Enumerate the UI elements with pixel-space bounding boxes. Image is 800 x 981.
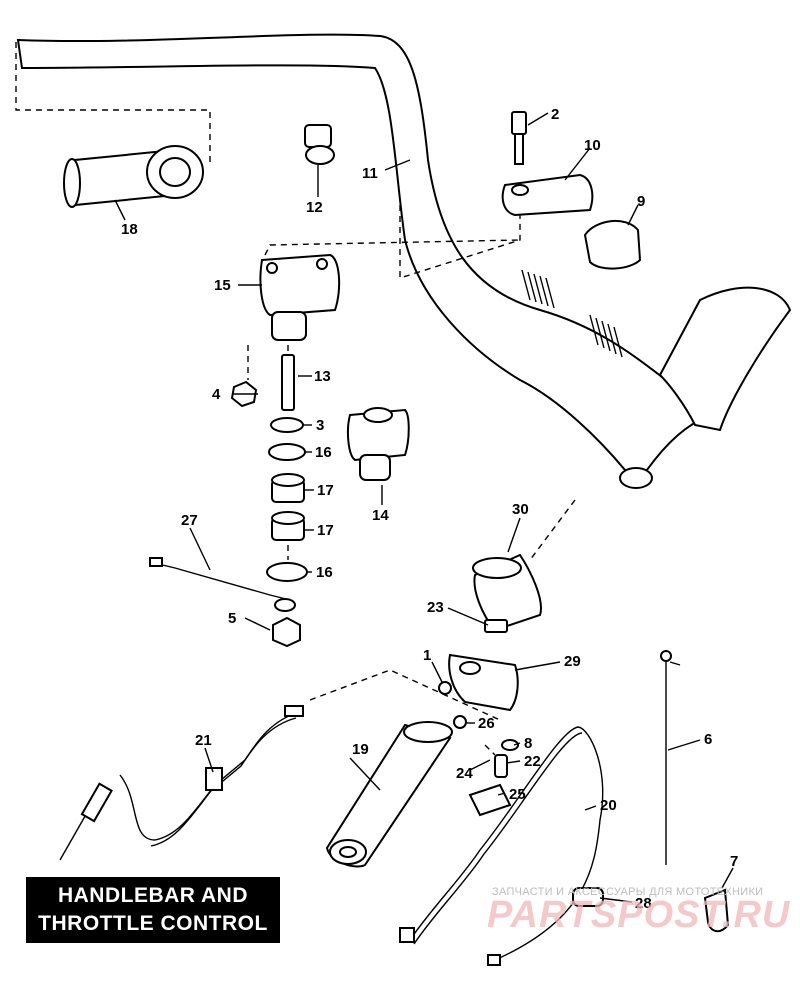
part-label-8: 8 — [524, 735, 532, 752]
part-label-16-top: 16 — [315, 444, 332, 461]
part-label-29: 29 — [564, 653, 581, 670]
part-label-23: 23 — [427, 599, 444, 616]
stud — [281, 354, 295, 411]
part-8 — [501, 739, 519, 751]
washer-3 — [270, 417, 304, 433]
bushing-16-bottom — [266, 562, 308, 582]
watermark-tagline: ЗАПЧАСТИ И АКСЕССУАРЫ ДЛЯ МОТОТЕХНИКИ — [492, 886, 764, 898]
clamp-half — [583, 219, 642, 270]
part-label-5: 5 — [228, 610, 236, 627]
part-label-9: 9 — [637, 193, 645, 210]
handlebar — [16, 33, 792, 489]
riser-left — [259, 253, 341, 341]
part-28 — [572, 887, 604, 907]
part-label-3: 3 — [316, 417, 324, 434]
knurl-marks — [521, 269, 623, 358]
nut-5 — [272, 616, 301, 648]
throttle-cable — [59, 705, 304, 861]
part-label-6: 6 — [704, 731, 712, 748]
switch-housing — [472, 553, 542, 632]
part-label-4: 4 — [212, 386, 221, 403]
spring-22 — [494, 754, 508, 778]
part-label-2: 2 — [551, 106, 559, 123]
part-label-26: 26 — [478, 715, 495, 732]
cable-clip — [703, 888, 730, 933]
riser-right — [346, 407, 410, 481]
part-label-17-top: 17 — [317, 482, 334, 499]
part-label-21: 21 — [195, 732, 212, 749]
idle-cable — [399, 726, 604, 966]
part-label-19: 19 — [352, 741, 369, 758]
part-label-20: 20 — [600, 797, 617, 814]
small-clamp — [304, 124, 335, 165]
left-grip — [63, 145, 204, 208]
part-label-28: 28 — [635, 895, 652, 912]
part-label-13: 13 — [314, 368, 331, 385]
part-label-12: 12 — [306, 199, 323, 216]
part-label-1: 1 — [423, 647, 431, 664]
part-label-30: 30 — [512, 501, 529, 518]
part-label-11: 11 — [362, 165, 378, 182]
part-label-17-bottom: 17 — [317, 522, 334, 539]
bolt — [511, 111, 527, 165]
diagram-title-box: HANDLEBAR AND THROTTLE CONTROL — [26, 877, 280, 943]
ground-strap — [149, 557, 296, 612]
watermark-logo: PARTSPOST.RU — [487, 894, 791, 936]
leader-lines — [114, 112, 734, 903]
bushing-17-bottom — [271, 511, 305, 541]
throttle-grip — [325, 721, 453, 868]
lower-housing — [448, 653, 519, 712]
riser-cap — [501, 173, 594, 217]
part-label-16-bottom: 16 — [316, 564, 333, 581]
part-label-18: 18 — [121, 221, 138, 238]
cable-tie — [660, 650, 672, 865]
part-label-25: 25 — [509, 786, 526, 803]
part-label-14: 14 — [372, 507, 389, 524]
part-label-7: 7 — [730, 853, 738, 870]
spacer-23 — [484, 619, 508, 633]
part-label-22: 22 — [524, 753, 541, 770]
part-label-27: 27 — [181, 512, 198, 529]
part-26 — [453, 715, 467, 729]
screw-1 — [438, 681, 452, 695]
bushing-17-top — [271, 473, 305, 503]
part-label-10: 10 — [584, 137, 601, 154]
bushing-16-top — [268, 443, 306, 461]
part-label-24: 24 — [456, 765, 473, 782]
title-line-1: HANDLEBAR AND — [57, 884, 249, 907]
title-line-2: THROTTLE CONTROL — [38, 912, 268, 935]
part-label-15: 15 — [214, 277, 231, 294]
friction-shoe-25 — [468, 783, 512, 817]
